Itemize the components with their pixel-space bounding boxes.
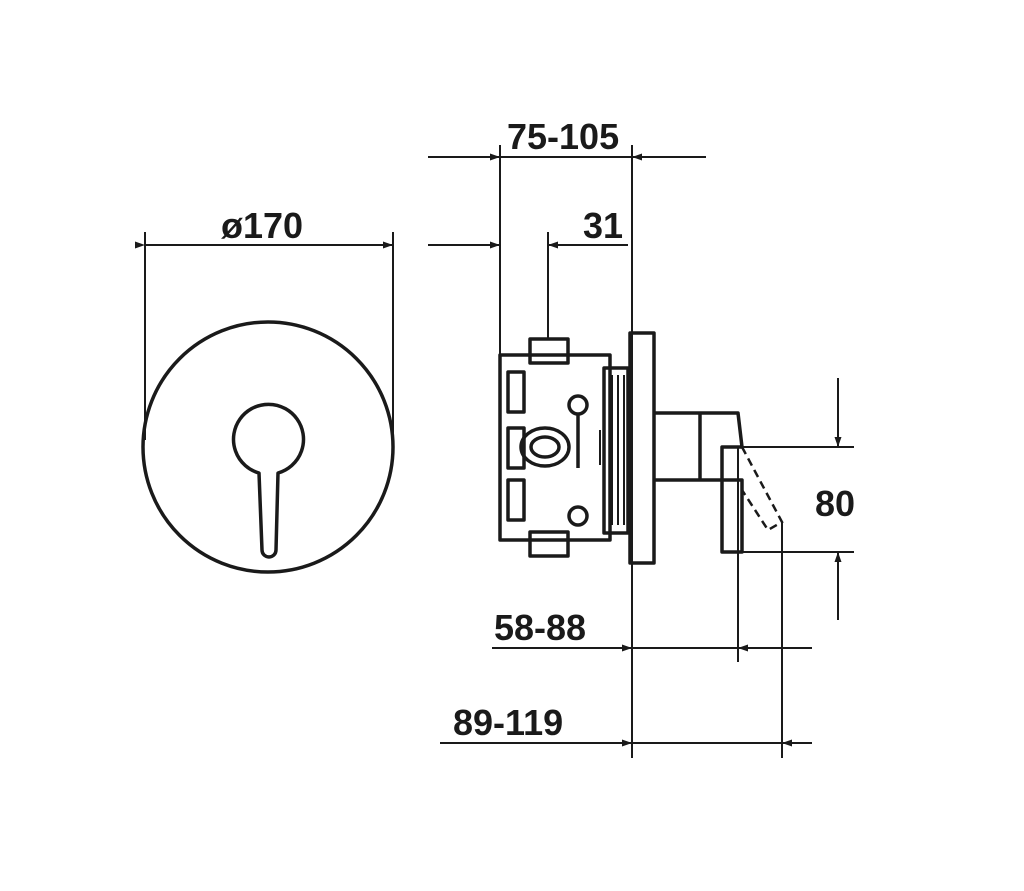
diameter-dimension [135,232,394,440]
body-offset-label: 31 [583,205,623,246]
diameter-label: ø170 [221,205,303,246]
install-depth-label: 75-105 [507,116,619,157]
lever-side-profile [654,411,744,554]
front-view [141,320,395,574]
side-view [498,331,744,565]
bottom-connector [528,530,570,558]
top-connector [528,337,570,365]
projection-short-label: 58-88 [494,607,586,648]
cartridge-inner [529,435,561,459]
side-dimensions [428,145,854,758]
lever-handle-outline [231,402,306,559]
screw-bottom [567,505,589,527]
cover-plate-side [628,331,656,565]
screw-top [567,394,589,416]
lever-height-label: 80 [815,483,855,524]
lever-raised-outline [740,446,784,532]
body-hatch [599,375,625,525]
cartridge-outer [519,426,571,468]
cover-plate-outline [141,320,395,574]
side-port-3 [506,478,526,522]
wall-flange [602,366,630,535]
mounting-body [498,353,612,542]
side-port-2 [506,426,526,470]
projection-long-label: 89-119 [453,702,563,743]
side-port-1 [506,370,526,414]
